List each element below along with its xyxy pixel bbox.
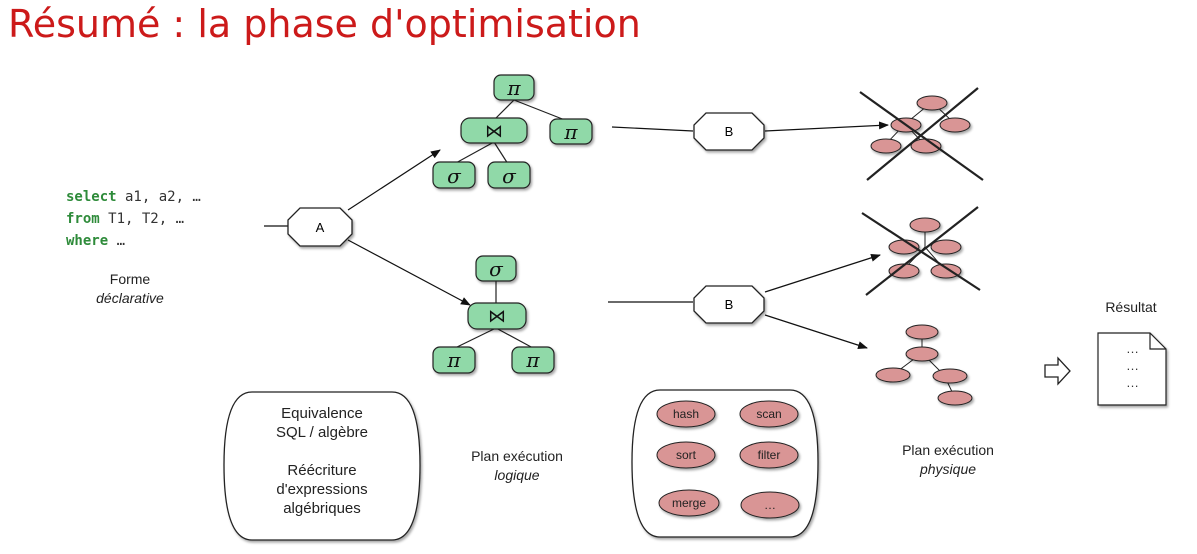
bottom-join-label: ⋈: [488, 306, 506, 327]
result-document-text: … … …: [1126, 340, 1139, 391]
top-sigma-right-label: σ: [502, 164, 517, 188]
edge-top-to-b: [611, 126, 694, 132]
operator-ellipses: [656, 400, 800, 519]
node-b-bottom-label: B: [725, 297, 734, 312]
bottom-sigma-node: [475, 255, 517, 282]
sql-select-columns: a1, a2, …: [116, 189, 201, 205]
doc-line: …: [1126, 375, 1139, 390]
phys-plan-middle: [861, 206, 981, 296]
node-a: [287, 207, 353, 247]
op-scan: [739, 400, 799, 428]
top-pi-node: [493, 74, 535, 101]
forme-label: Forme déclarative: [80, 270, 180, 308]
sql-from-tables: T1, T2, …: [99, 211, 185, 227]
forme-line1: Forme: [109, 271, 151, 287]
arrow-b-to-phys-bottom: [764, 314, 868, 350]
doc-line: …: [1126, 358, 1139, 373]
resultat-label: Résultat: [1105, 299, 1157, 315]
plan-physique-label: Plan exécution physique: [878, 441, 1018, 479]
arrow-b-to-phys-top: [764, 121, 889, 132]
plan-physique-line1: Plan exécution: [902, 442, 994, 458]
top-tree-edges: [453, 99, 571, 165]
op-hash-label: hash: [673, 407, 699, 421]
plan-logique-label: Plan exécution logique: [447, 447, 587, 485]
bottom-pi-left-node: [432, 346, 476, 374]
op-scan-label: scan: [756, 407, 781, 421]
top-pi-right-label: π: [563, 120, 578, 144]
equivalence-line4: d'expressions: [276, 481, 368, 498]
plan-logique-line2: logique: [494, 467, 540, 483]
arrow-a-to-plan-bottom: [347, 239, 471, 306]
op-more-label: …: [764, 498, 776, 512]
equivalence-line3: Réécriture: [287, 462, 357, 479]
bottom-tree-nodes: [432, 255, 555, 374]
bottom-sigma-label: σ: [489, 257, 504, 281]
top-tree-nodes: [432, 74, 593, 189]
op-filter-label: filter: [758, 448, 781, 462]
phys-plan-top: [859, 87, 984, 181]
bottom-pi-right-node: [511, 346, 555, 374]
op-sort-label: sort: [676, 448, 697, 462]
op-hash: [656, 400, 716, 428]
bottom-pi-right-label: π: [525, 348, 540, 372]
op-sort: [656, 441, 716, 469]
plan-logique-line1: Plan exécution: [471, 448, 563, 464]
arrow-a-to-plan-top: [347, 149, 441, 211]
bottom-tree-edges: [454, 281, 534, 349]
equivalence-box: [223, 391, 421, 541]
op-more: [740, 491, 800, 519]
top-sigma-left-node: [432, 161, 476, 189]
top-join-node: [460, 117, 528, 144]
op-filter: [739, 441, 799, 469]
node-b-top-label: B: [725, 124, 734, 139]
equivalence-line1: Equivalence: [281, 405, 363, 422]
doc-line: …: [1126, 341, 1139, 356]
sql-from-keyword: from: [66, 211, 100, 227]
op-merge: [658, 489, 720, 517]
sql-snippet: select a1, a2, … from T1, T2, … where …: [66, 186, 201, 252]
sql-where-keyword: where: [66, 233, 109, 249]
equivalence-line5: algébriques: [283, 500, 361, 517]
top-pi-label: π: [506, 76, 521, 100]
equivalence-text: Equivalence SQL / algèbre Réécriture d'e…: [232, 404, 412, 518]
cross-top-b: [866, 87, 979, 181]
node-b-bottom: [693, 285, 765, 324]
result-document-icon: [1097, 332, 1167, 406]
top-pi-right-node: [549, 118, 593, 145]
forme-line2: déclarative: [96, 290, 164, 306]
top-join-label: ⋈: [485, 121, 503, 142]
op-merge-label: merge: [672, 496, 706, 510]
bottom-join-node: [467, 302, 527, 330]
slide-title: Résumé : la phase d'optimisation: [8, 2, 641, 46]
cross-mid-b: [865, 206, 979, 296]
sql-select-keyword: select: [66, 189, 117, 205]
arrow-b-to-phys-middle: [764, 253, 881, 293]
equivalence-line2: SQL / algèbre: [276, 424, 368, 441]
sql-where-rest: …: [108, 233, 126, 249]
phys-plan-bottom: [875, 324, 973, 406]
plan-physique-line2: physique: [919, 461, 977, 477]
bottom-pi-left-label: π: [446, 348, 461, 372]
top-sigma-left-label: σ: [447, 164, 462, 188]
node-b-top: [693, 112, 765, 151]
output-arrow-icon: [1044, 356, 1071, 386]
node-a-label: A: [316, 220, 325, 235]
top-sigma-right-node: [487, 161, 531, 189]
